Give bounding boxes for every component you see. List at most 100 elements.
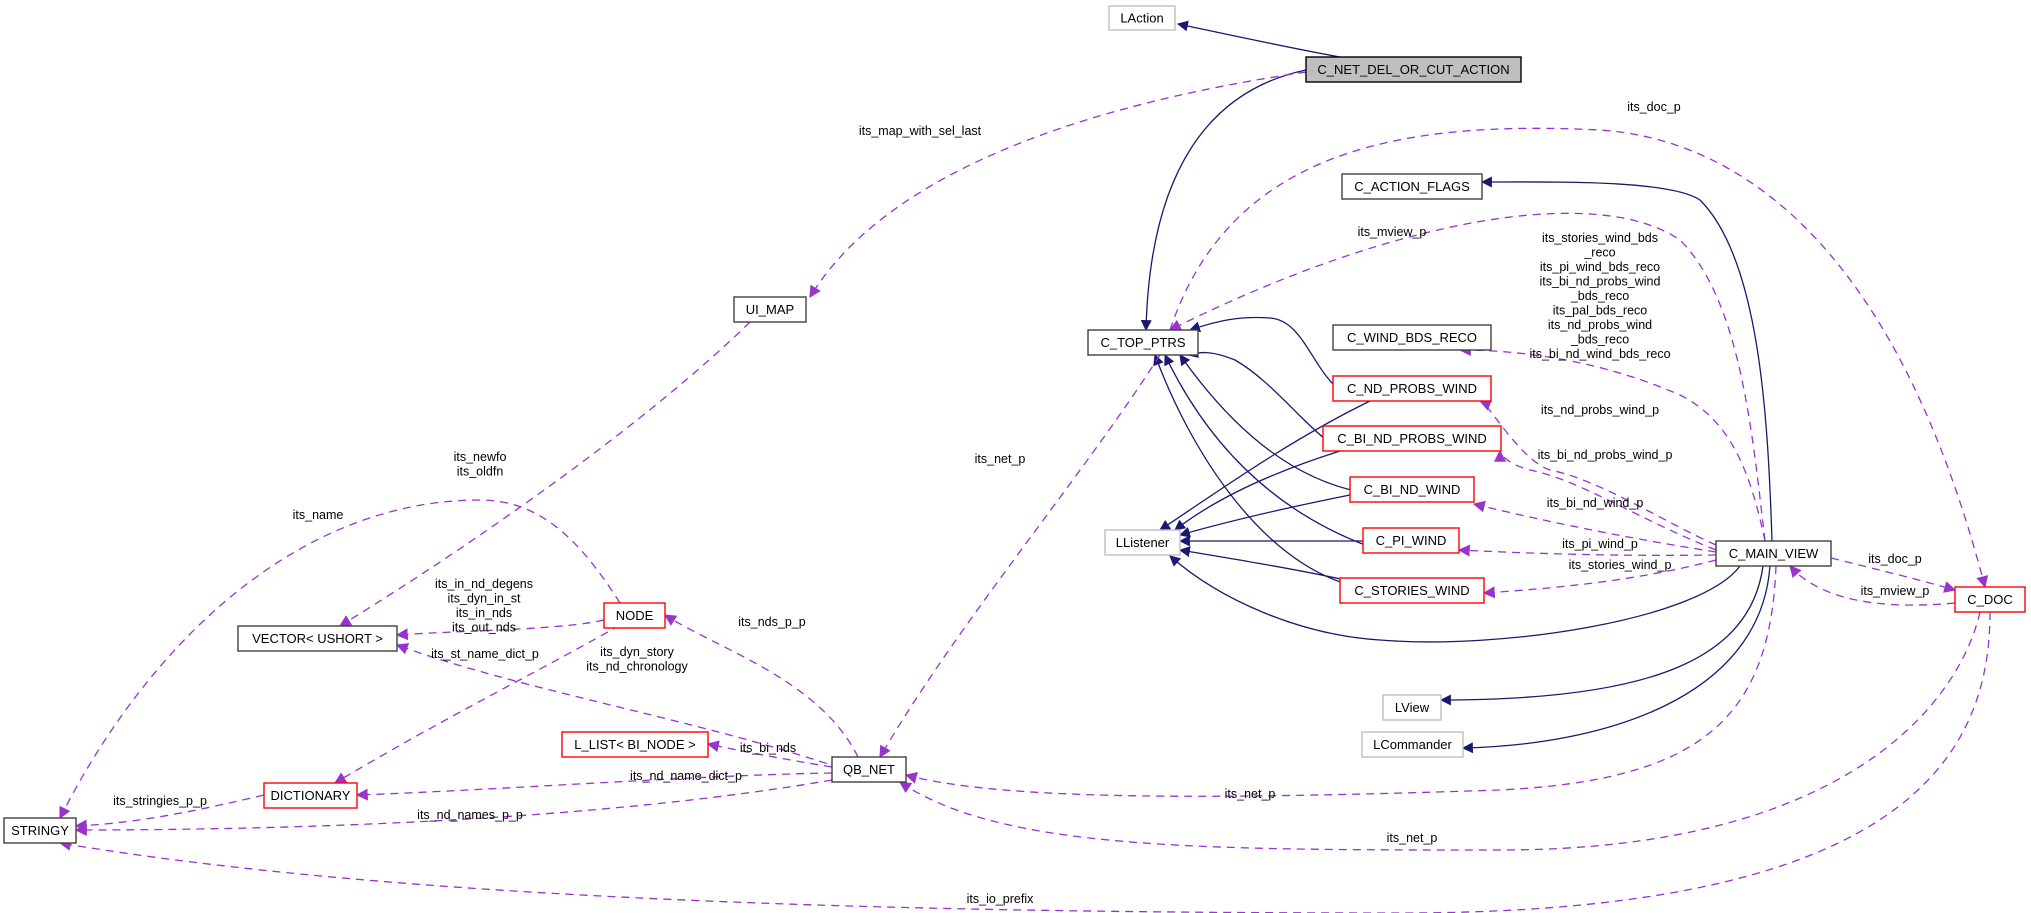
class-node-label: UI_MAP [746, 302, 794, 317]
class-node-c-pi-wind[interactable]: C_PI_WIND [1362, 527, 1460, 554]
edge-label-line: its_nd_chronology [586, 660, 688, 674]
class-node-stringy[interactable]: STRINGY [3, 817, 77, 844]
edge-label-line: its_net_p [1387, 831, 1438, 845]
edge-label-line: _bds_reco [1570, 289, 1629, 303]
class-node-qb-net[interactable]: QB_NET [831, 756, 907, 783]
edge-c-main-view-to-c-doc [1830, 557, 1957, 593]
class-node-box [1341, 173, 1483, 200]
edge-label: its_name [293, 508, 344, 522]
class-node-label: C_NET_DEL_OR_CUT_ACTION [1317, 62, 1509, 77]
edge-label-line: its_in_nd_degens [435, 577, 533, 591]
class-node-label: LView [1395, 700, 1430, 715]
edge-c-doc-to-c-main-view [1789, 565, 1956, 606]
edge-label-line: its_newfo [454, 450, 507, 464]
class-node-c-stories-wind[interactable]: C_STORIES_WIND [1339, 577, 1485, 604]
edge-label: its_nd_probs_wind_p [1541, 403, 1659, 417]
edge-c-main-view-to-c-wind-bds-reco [1458, 344, 1766, 542]
edge-c-bi-nd-wind-to-c-top-ptrs [1179, 354, 1361, 493]
edge-label-line: its_map_with_sel_last [859, 124, 982, 138]
edge-c-main-view-to-qb-net [904, 565, 1777, 797]
edge-label-line: its_st_name_dict_p [431, 647, 539, 661]
edge-label: its_bi_nds [740, 741, 796, 755]
class-node-box [1362, 527, 1460, 554]
class-node-box [1332, 324, 1492, 351]
edge-qb-net-to-l-list-bi-node [706, 740, 833, 768]
class-node-box [237, 625, 398, 652]
class-node-box [1361, 731, 1464, 758]
class-node-box [603, 602, 666, 629]
edge-label: its_net_p [1225, 787, 1276, 801]
edge-label-line: its_bi_nd_wind_bds_reco [1529, 347, 1670, 361]
class-node-c-bi-nd-wind[interactable]: C_BI_ND_WIND [1349, 476, 1475, 503]
class-node-vector-ushort[interactable]: VECTOR< USHORT > [237, 625, 398, 652]
class-node-c-doc[interactable]: C_DOC [1954, 586, 2026, 613]
class-node-label: C_STORIES_WIND [1354, 583, 1469, 598]
edge-label-line: its_nd_probs_wind_p [1541, 403, 1659, 417]
class-node-label: LCommander [1373, 737, 1452, 752]
edge-label-line: its_io_prefix [967, 892, 1034, 906]
edge-c-doc-to-stringy [58, 611, 1991, 913]
class-node-label: VECTOR< USHORT > [252, 631, 383, 646]
edge-label: its_pi_wind_p [1562, 537, 1638, 551]
class-node-lcommander[interactable]: LCommander [1361, 731, 1464, 758]
class-node-label: C_MAIN_VIEW [1729, 546, 1819, 561]
edge-label: its_net_p [1387, 831, 1438, 845]
edge-label: its_doc_p [1868, 552, 1922, 566]
edge-label-line: its_stringies_p_p [113, 794, 207, 808]
class-node-label: C_PI_WIND [1376, 533, 1447, 548]
class-node-label: C_ND_PROBS_WIND [1347, 381, 1477, 396]
edge-c-main-view-to-c-stories-wind [1482, 559, 1717, 599]
edge-c-pi-wind-to-c-top-ptrs [1164, 354, 1366, 546]
class-node-box [1339, 577, 1485, 604]
class-node-label: C_DOC [1967, 592, 2013, 607]
edge-label-line: its_dyn_story [600, 645, 674, 659]
edge-label-line: its_mview_p [1358, 225, 1427, 239]
class-node-dictionary[interactable]: DICTIONARY [263, 782, 358, 809]
class-node-label: C_BI_ND_PROBS_WIND [1337, 431, 1487, 446]
class-node-llistener[interactable]: LListener [1104, 529, 1181, 556]
class-node-c-top-ptrs[interactable]: C_TOP_PTRS [1087, 329, 1199, 356]
edge-label-line: its_mview_p [1861, 584, 1930, 598]
class-node-ui-map[interactable]: UI_MAP [733, 296, 807, 323]
class-node-c-bi-nd-probs-wind[interactable]: C_BI_ND_PROBS_WIND [1322, 425, 1502, 452]
class-node-box [1322, 425, 1502, 452]
class-node-l-list-bi-node[interactable]: L_LIST< BI_NODE > [561, 731, 709, 758]
class-node-c-action-flags[interactable]: C_ACTION_FLAGS [1341, 173, 1483, 200]
class-node-label: DICTIONARY [271, 788, 351, 803]
edge-label: its_mview_p [1861, 584, 1930, 598]
class-node-node[interactable]: NODE [603, 602, 666, 629]
edge-c-top-ptrs-to-c-doc [1169, 127, 1989, 589]
class-node-box [733, 296, 807, 323]
edge-label: its_bi_nd_probs_wind_p [1538, 448, 1673, 462]
edge-label-line: its_bi_nds [740, 741, 796, 755]
edge-label-line: its_bi_nd_wind_p [1547, 496, 1644, 510]
class-node-box [3, 817, 77, 844]
class-node-box [1104, 529, 1181, 556]
class-node-label: LAction [1120, 11, 1163, 26]
edge-label: its_bi_nd_wind_p [1547, 496, 1644, 510]
edge-c-main-view-to-c-bi-nd-wind [1472, 500, 1717, 553]
class-node-box [1332, 375, 1492, 402]
edge-label-line: its_pal_bds_reco [1553, 304, 1648, 318]
edge-label: its_map_with_sel_last [859, 124, 982, 138]
class-node-c-main-view[interactable]: C_MAIN_VIEW [1715, 540, 1832, 567]
class-node-lview[interactable]: LView [1382, 694, 1442, 721]
edge-c-main-view-to-c-bi-nd-probs-wind [1494, 449, 1717, 551]
edge-c-main-view-to-c-pi-wind [1457, 544, 1717, 557]
edge-label: its_io_prefix [967, 892, 1034, 906]
edge-label-line: its_nd_probs_wind [1548, 318, 1652, 332]
edge-labels-layer: its_map_with_sel_last its_mview_p its_stor… [113, 100, 1929, 906]
class-node-c-nd-probs-wind[interactable]: C_ND_PROBS_WIND [1332, 375, 1492, 402]
edge-c-bi-nd-probs-wind-to-c-top-ptrs [1186, 347, 1331, 444]
class-node-label: L_LIST< BI_NODE > [574, 737, 695, 752]
edge-label-line: its_oldfn [457, 465, 504, 479]
class-node-c-wind-bds-reco[interactable]: C_WIND_BDS_RECO [1332, 324, 1492, 351]
class-node-label: LListener [1116, 535, 1170, 550]
edge-c-doc-to-qb-net [899, 611, 1981, 851]
edge-c-main-view-to-c-nd-probs-wind [1478, 399, 1717, 546]
class-node-box [831, 756, 907, 783]
class-node-laction[interactable]: LAction [1108, 5, 1176, 31]
